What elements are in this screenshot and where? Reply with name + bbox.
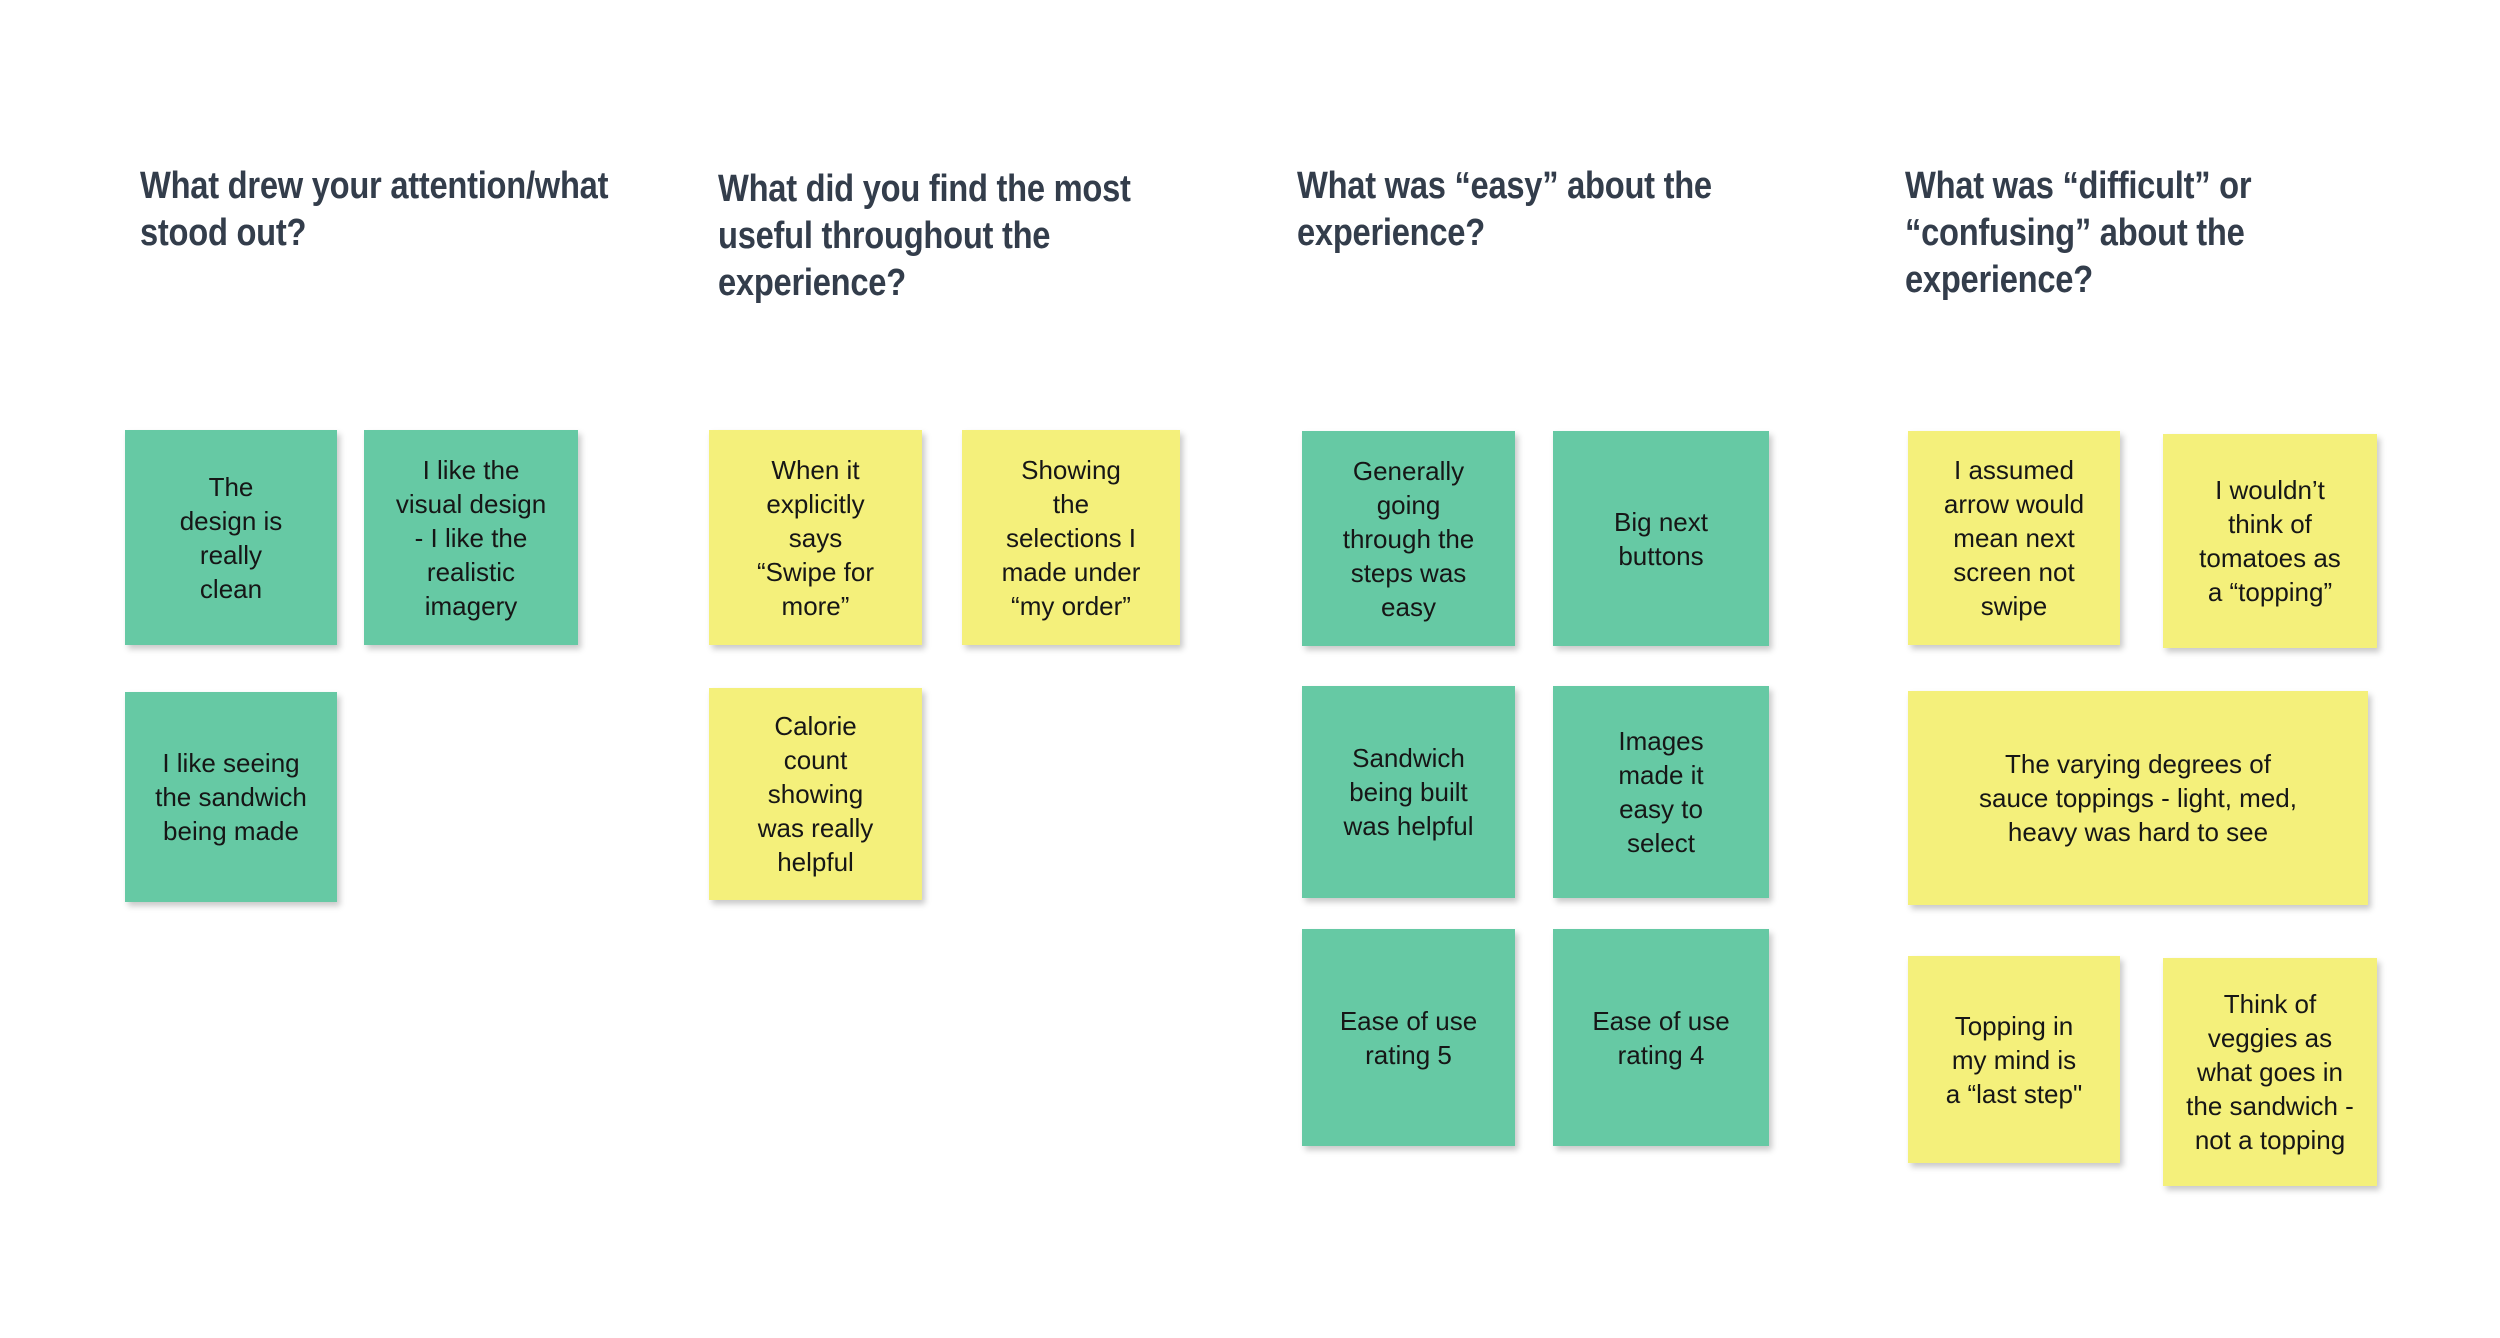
sticky-note[interactable]: Calorie count showing was really helpful [709,688,922,900]
note-text: The varying degrees of sauce toppings - … [1979,749,2297,847]
note-text: Generally going through the steps was ea… [1342,455,1475,622]
sticky-note[interactable]: Generally going through the steps was ea… [1302,431,1515,646]
note-text: I like the visual design - I like the re… [395,454,547,621]
note-text: I like seeing the sandwich being made [155,748,307,846]
column-heading-useful[interactable]: What did you find the most useful throug… [718,168,1131,304]
sticky-note[interactable]: Think of veggies as what goes in the san… [2163,958,2377,1186]
note-text: Think of veggies as what goes in the san… [2186,989,2354,1155]
sticky-note[interactable]: I like the visual design - I like the re… [364,430,578,645]
sticky-note[interactable]: I wouldn’t think of tomatoes as a “toppi… [2163,434,2377,648]
note-text: Topping in my mind is a “last step" [1945,1010,2083,1109]
note-text: Ease of use rating 4 [1592,1005,1730,1070]
sticky-note[interactable]: Topping in my mind is a “last step" [1908,956,2120,1163]
sticky-note[interactable]: The design is really clean [125,430,337,645]
sticky-note[interactable]: The varying degrees of sauce toppings - … [1908,691,2368,905]
sticky-note[interactable]: Ease of use rating 5 [1302,929,1515,1146]
sticky-note[interactable]: Big next buttons [1553,431,1769,646]
note-text: Calorie count showing was really helpful [757,711,874,877]
sticky-note[interactable]: Showing the selections I made under “my … [962,430,1180,645]
note-text: Showing the selections I made under “my … [1001,454,1141,621]
note-text: I wouldn’t think of tomatoes as a “toppi… [2199,475,2341,607]
note-text: When it explicitly says “Swipe for more” [756,454,875,621]
sticky-note[interactable]: I assumed arrow would mean next screen n… [1908,431,2120,645]
sticky-note[interactable]: I like seeing the sandwich being made [125,692,337,902]
column-heading-difficult[interactable]: What was “difficult” or “confusing” abou… [1905,165,2252,301]
note-text: Ease of use rating 5 [1339,1005,1478,1070]
sticky-note[interactable]: Ease of use rating 4 [1553,929,1769,1146]
sticky-note[interactable]: Images made it easy to select [1553,686,1769,898]
note-text: I assumed arrow would mean next screen n… [1943,455,2085,621]
sticky-note[interactable]: When it explicitly says “Swipe for more” [709,430,922,645]
column-heading-easy[interactable]: What was “easy” about the experience? [1297,165,1712,254]
note-text: Big next buttons [1614,506,1708,571]
column-heading-attention[interactable]: What drew your attention/what stood out? [140,165,609,254]
note-text: Sandwich being built was helpful [1343,743,1474,841]
note-text: Images made it easy to select [1618,726,1704,858]
sticky-note[interactable]: Sandwich being built was helpful [1302,686,1515,898]
note-text: The design is really clean [179,471,283,604]
